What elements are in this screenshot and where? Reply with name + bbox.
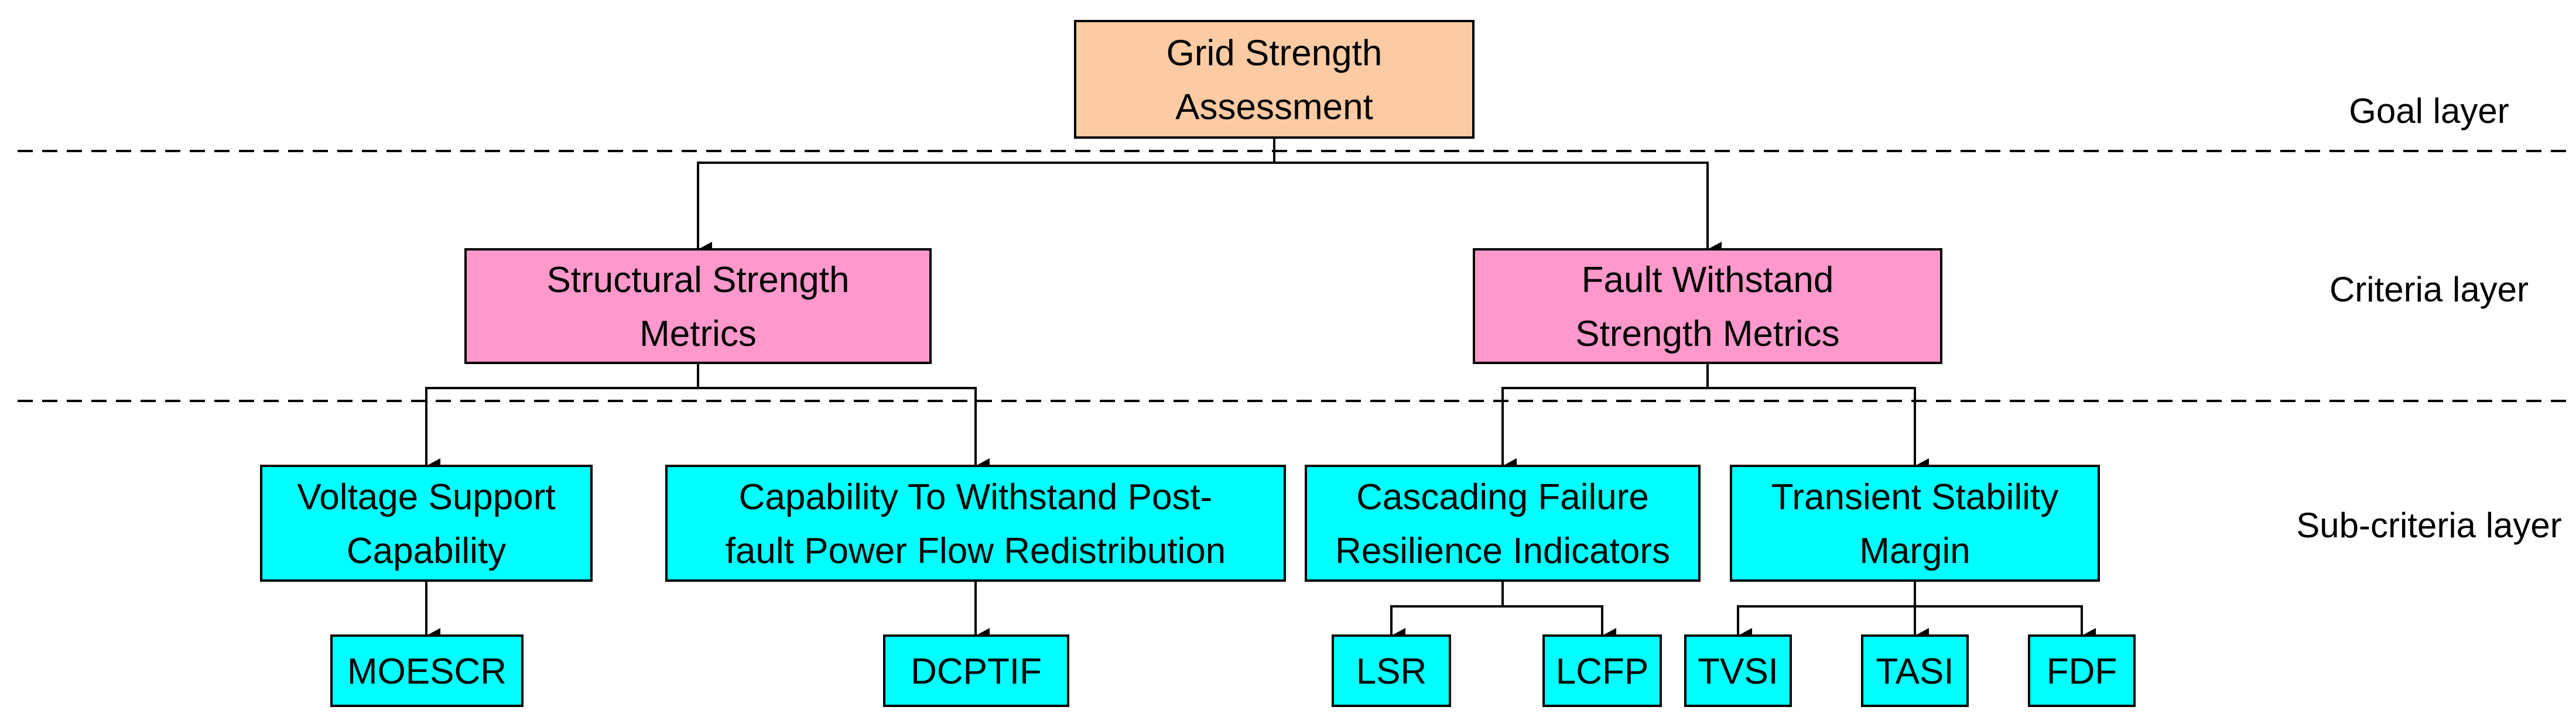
node-label-line: Structural Strength xyxy=(547,260,850,300)
node-box xyxy=(464,248,932,364)
node-box xyxy=(1684,634,1792,707)
node-tasi: TASI xyxy=(1861,634,1969,707)
node-label-line: Capability To Withstand Post- xyxy=(739,477,1213,517)
edge-transient-tvsi xyxy=(1737,581,1916,643)
node-label-line: Strength Metrics xyxy=(1575,314,1839,354)
node-box xyxy=(883,634,1069,707)
edge-transient-fdf xyxy=(1915,605,2096,643)
node-label-line: TVSI xyxy=(1698,651,1778,692)
node-label-line: MOESCR xyxy=(347,651,507,692)
edge-fault-transient xyxy=(1708,387,1929,473)
node-capability-withstand-redistribution: Capability To Withstand Post-fault Power… xyxy=(665,465,1286,582)
layer-label-criteria: Criteria layer xyxy=(2329,270,2529,309)
edge-structural-capability xyxy=(698,387,990,473)
node-label-line: Grid Strength xyxy=(1166,33,1383,74)
node-label-line: Assessment xyxy=(1175,87,1373,128)
node-box xyxy=(1074,20,1475,139)
node-box xyxy=(665,465,1286,582)
edge-structural-voltage xyxy=(425,363,699,473)
edge-goal-fault xyxy=(1274,162,1722,257)
node-label-line: Voltage Support xyxy=(297,477,555,517)
node-tvsi: TVSI xyxy=(1684,634,1792,707)
node-box xyxy=(2028,634,2136,707)
node-label-line: FDF xyxy=(2047,651,2117,692)
node-box xyxy=(1861,634,1969,707)
node-lsr: LSR xyxy=(1332,634,1451,707)
node-box xyxy=(1332,634,1451,707)
node-label-line: LSR xyxy=(1356,651,1427,692)
node-box xyxy=(1730,465,2100,582)
node-box xyxy=(330,634,524,707)
edge-cascading-lcfp xyxy=(1503,605,1616,643)
node-label-line: Metrics xyxy=(639,314,757,354)
node-label-line: Fault Withstand xyxy=(1582,260,1834,300)
node-label-line: DCPTIF xyxy=(911,651,1042,692)
node-dcptif: DCPTIF xyxy=(883,634,1069,707)
node-label-line: Capability xyxy=(347,531,506,571)
edge-goal-structural xyxy=(697,138,1275,257)
node-label-line: Margin xyxy=(1859,531,1971,571)
layer-label-subcriteria: Sub-criteria layer xyxy=(2296,506,2562,545)
node-label-line: TASI xyxy=(1876,651,1954,692)
node-box xyxy=(1542,634,1662,707)
node-label-line: Resilience Indicators xyxy=(1335,531,1670,571)
node-moescr: MOESCR xyxy=(330,634,524,707)
node-lcfp: LCFP xyxy=(1542,634,1662,707)
node-label-line: LCFP xyxy=(1556,651,1648,692)
edge-fault-cascading xyxy=(1501,363,1709,473)
edge-cascading-lsr xyxy=(1390,581,1504,643)
node-label-line: fault Power Flow Redistribution xyxy=(726,531,1226,571)
edges xyxy=(425,138,2096,643)
node-label-line: Transient Stability xyxy=(1771,477,2058,517)
node-box xyxy=(1473,248,1942,364)
node-box xyxy=(1305,465,1701,582)
node-box xyxy=(260,465,593,582)
layer-label-goal: Goal layer xyxy=(2349,91,2509,131)
node-fdf: FDF xyxy=(2028,634,2136,707)
node-label-line: Cascading Failure xyxy=(1356,477,1649,517)
